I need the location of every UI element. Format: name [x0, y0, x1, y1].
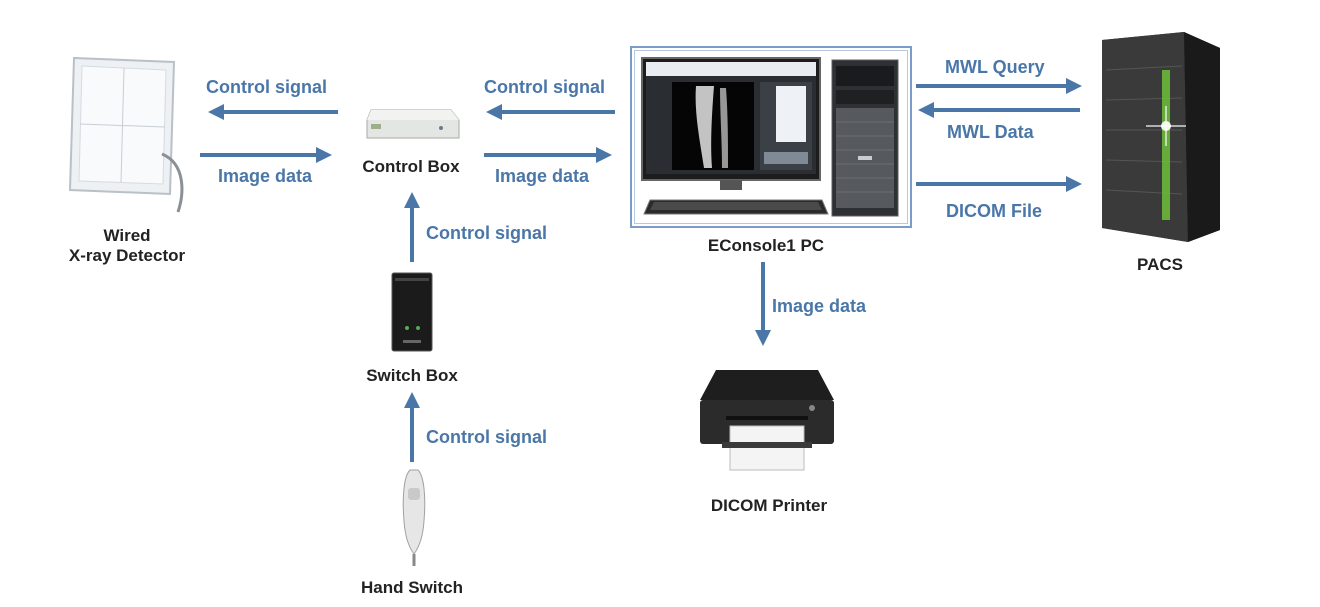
- label-cb-to-detector: Control signal: [206, 77, 327, 97]
- label-detector-to-cb: Image data: [218, 166, 313, 186]
- label-hand-to-switch: Control signal: [426, 427, 547, 447]
- pc-label: EConsole1 PC: [707, 236, 825, 255]
- switch-box-image: [391, 272, 433, 352]
- printer-image: [700, 370, 834, 471]
- control-box-image: [366, 109, 460, 139]
- hand-switch-image: [402, 469, 426, 566]
- pacs-server-image: [1102, 32, 1220, 242]
- detector-label-line2: X-ray Detector: [68, 245, 186, 265]
- pacs-label: PACS: [1137, 255, 1183, 274]
- label-pc-to-printer: Image data: [772, 296, 867, 316]
- detector-label: Wired X-ray Detector: [52, 226, 202, 265]
- control-box-label: Control Box: [362, 157, 460, 176]
- detector-label-line1: Wired: [103, 226, 151, 245]
- label-switch-to-cb: Control signal: [426, 223, 547, 243]
- xray-detector-image: [68, 56, 184, 213]
- label-pc-to-pacs-file: DICOM File: [946, 201, 1043, 221]
- hand-switch-label: Hand Switch: [360, 578, 463, 597]
- pc-frame: [630, 46, 912, 228]
- label-cb-to-pc: Image data: [495, 166, 590, 186]
- label-pc-to-pacs-query: MWL Query: [945, 57, 1045, 77]
- printer-label: DICOM Printer: [710, 496, 828, 515]
- switch-box-label: Switch Box: [366, 366, 458, 385]
- label-pacs-to-pc-data: MWL Data: [947, 122, 1034, 142]
- pc-image: [641, 57, 899, 217]
- label-pc-to-cb: Control signal: [484, 77, 605, 97]
